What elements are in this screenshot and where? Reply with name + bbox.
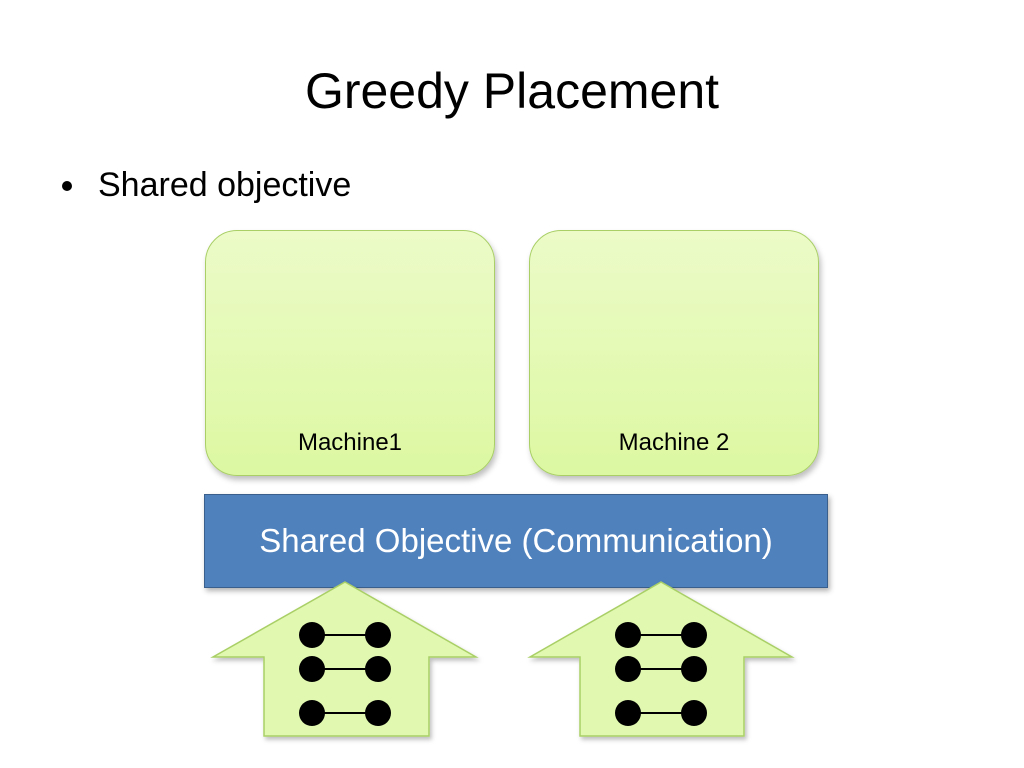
up-arrow-left-shape (210, 581, 479, 737)
slide-title: Greedy Placement (304, 63, 720, 119)
bullet-item: Shared objective (62, 166, 351, 205)
node-circle (615, 622, 641, 648)
machine-1-box: Machine1 (205, 230, 495, 476)
node-circle (615, 656, 641, 682)
bullet-text: Shared objective (98, 166, 352, 204)
shared-objective-label: Shared Objective (Communication) (259, 522, 773, 559)
up-arrow-left (210, 581, 479, 737)
node-circle (681, 700, 707, 726)
node-circle (615, 700, 641, 726)
node-pair (615, 656, 707, 682)
node-pairs-left (299, 622, 391, 726)
node-pair (299, 622, 391, 648)
node-pair (615, 622, 707, 648)
shared-objective-bar: Shared Objective (Communication) (204, 494, 828, 588)
node-circle (365, 622, 391, 648)
machine-1-label: Machine1 (297, 429, 403, 456)
node-pair (299, 656, 391, 682)
node-circle (365, 656, 391, 682)
node-circle (299, 700, 325, 726)
node-circle (681, 622, 707, 648)
node-circle (299, 656, 325, 682)
node-pairs-right (615, 622, 707, 726)
node-circle (681, 656, 707, 682)
node-pair (299, 700, 391, 726)
bullet-dot-icon (62, 180, 72, 191)
machine-2-label: Machine 2 (618, 429, 730, 456)
up-arrow-right (527, 581, 795, 737)
machine-2-box: Machine 2 (529, 230, 819, 476)
node-circle (365, 700, 391, 726)
node-pair (615, 700, 707, 726)
node-circle (299, 622, 325, 648)
up-arrow-right-shape (527, 581, 795, 737)
